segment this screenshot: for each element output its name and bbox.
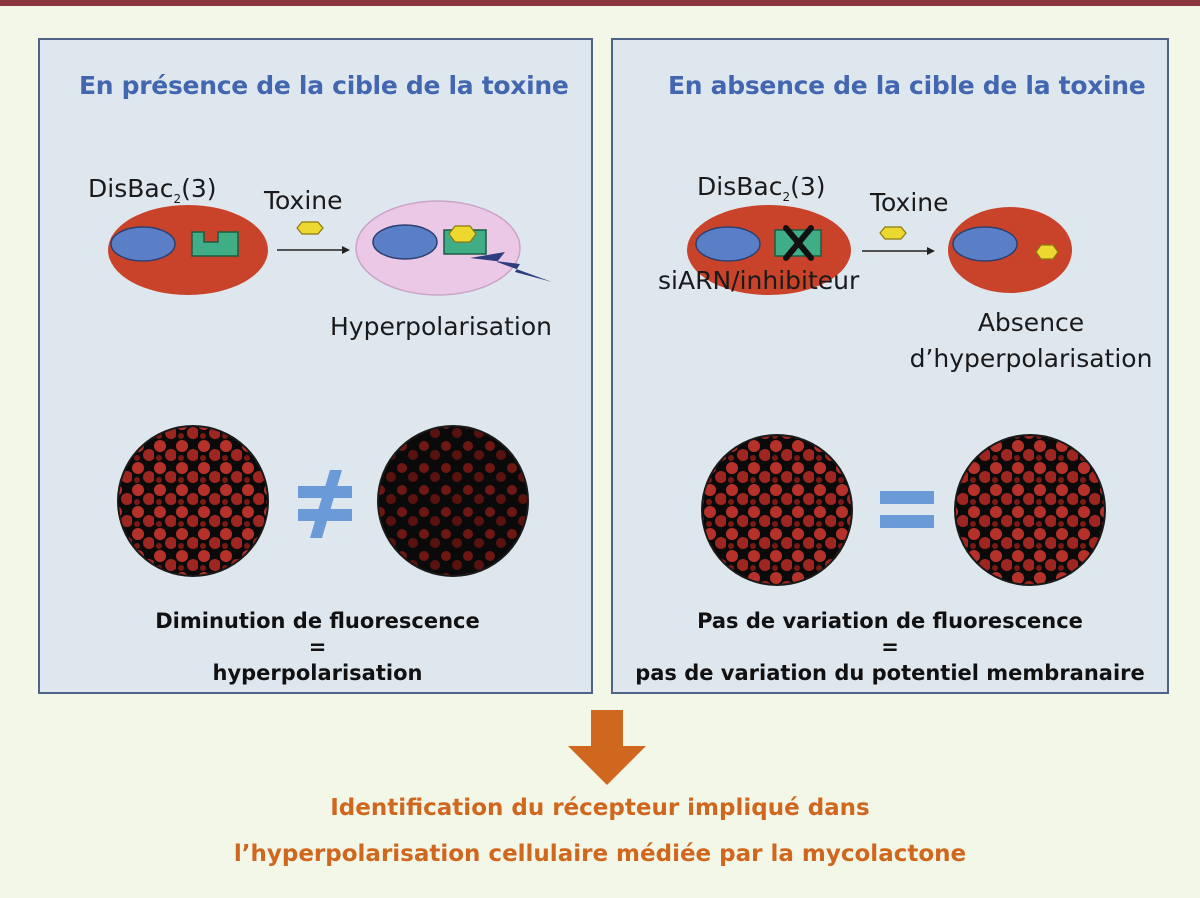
dye-label-left: DisBac2(3)	[88, 174, 217, 206]
not-equal-icon	[298, 470, 352, 538]
microscopy-before-image	[117, 425, 269, 577]
toxin-icon	[879, 226, 907, 240]
nucleus-icon	[695, 226, 761, 262]
receptor-icon	[191, 231, 239, 257]
cell-body-hyperpolarized	[355, 200, 521, 296]
panel-with-target	[38, 38, 593, 694]
conclusion-line-1: Identification du récepteur impliqué dan…	[330, 795, 870, 821]
microscopy-after-image	[377, 425, 529, 577]
panel-without-target	[611, 38, 1169, 694]
inhibitor-label: siARN/inhibiteur	[658, 266, 860, 295]
caption-left: Diminution de fluorescence = hyperpolari…	[155, 609, 480, 685]
top-border-bar	[0, 0, 1200, 6]
dye-label-right: DisBac2(3)	[697, 172, 826, 204]
result-label-left: Hyperpolarisation	[330, 312, 553, 341]
toxin-icon	[296, 221, 324, 235]
nucleus-icon	[110, 226, 176, 262]
blocked-x-icon	[783, 225, 814, 261]
lightning-icon	[470, 252, 552, 282]
nucleus-icon	[372, 224, 438, 260]
toxin-bound-icon	[448, 225, 477, 243]
caption-right: Pas de variation de fluorescence = pas d…	[635, 609, 1145, 685]
conclusion-line-2: l’hyperpolarisation cellulaire médiée pa…	[233, 841, 967, 867]
panel-title-left: En présence de la cible de la toxine	[79, 71, 569, 100]
toxin-label-right: Toxine	[870, 188, 949, 217]
panel-title-right: En absence de la cible de la toxine	[668, 71, 1146, 100]
toxin-label-left: Toxine	[264, 186, 343, 215]
microscopy-after-image	[954, 434, 1106, 586]
result-label-right: Absence d’hyperpolarisation	[909, 308, 1153, 373]
microscopy-before-image	[701, 434, 853, 586]
down-arrow-icon	[568, 710, 646, 785]
equal-icon	[880, 491, 934, 528]
toxin-free-icon	[1035, 244, 1059, 260]
nucleus-icon	[952, 226, 1018, 262]
